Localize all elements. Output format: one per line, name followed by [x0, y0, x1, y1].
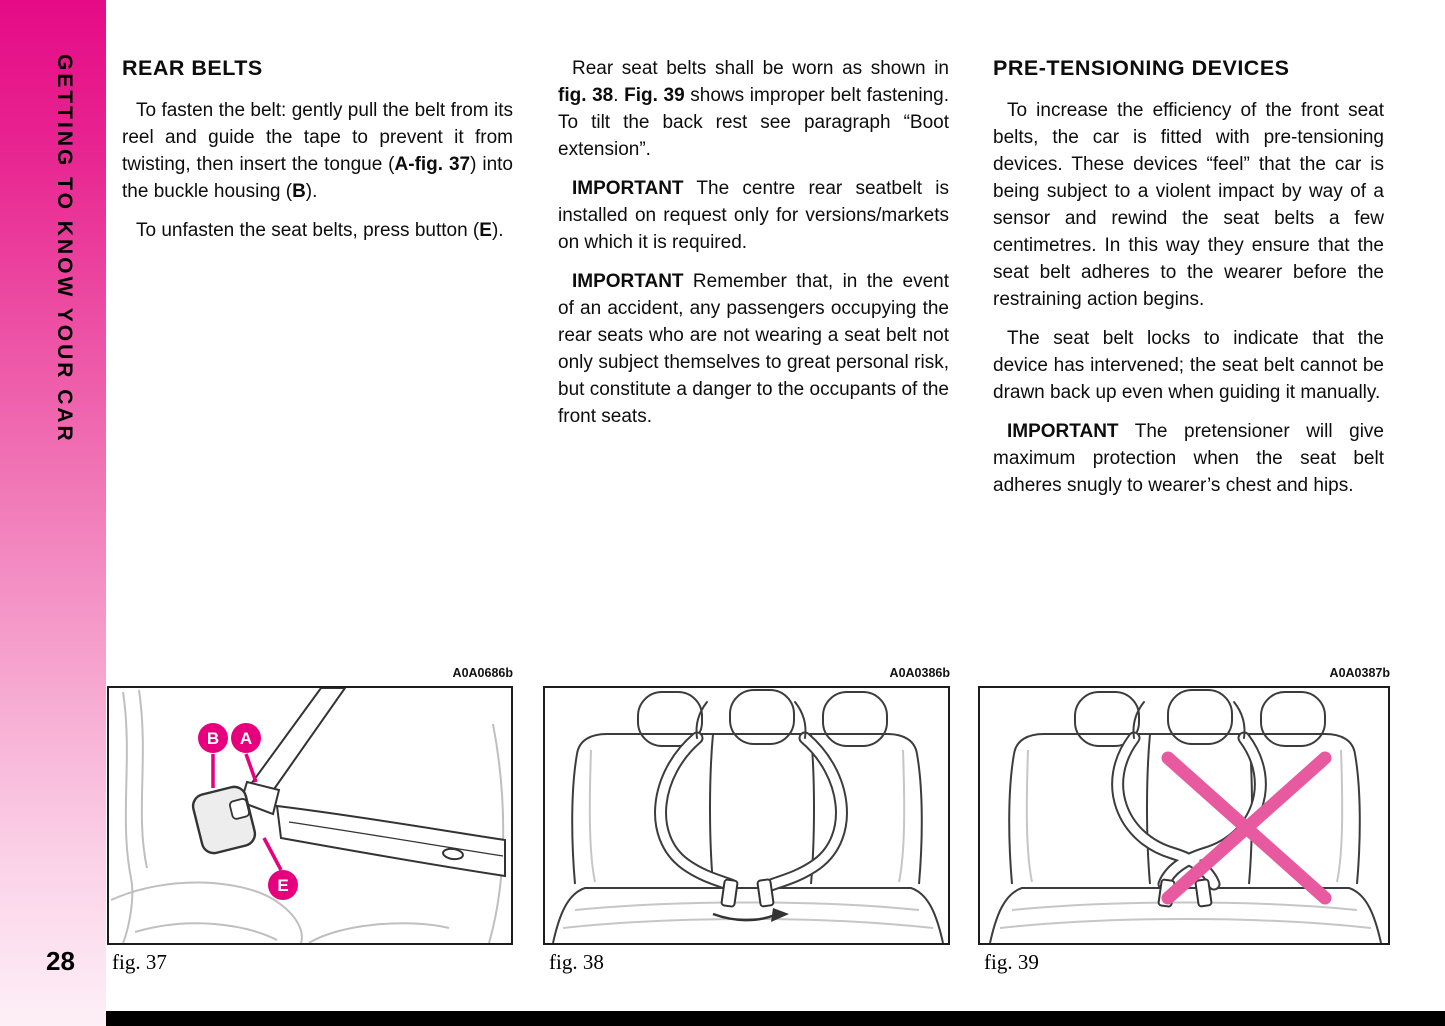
fig38-reference: fig. 38 — [558, 85, 614, 106]
fig39-reference: Fig. 39 — [624, 85, 685, 106]
figure-38-rear-seats-correct — [543, 686, 950, 945]
direction-arrow-icon — [712, 908, 789, 922]
column-pretensioning-devices: PRE-TENSIONING DEVICES To increase the e… — [993, 55, 1384, 511]
figure-39-rear-seats-improper — [978, 686, 1390, 945]
figure-37-belt-buckle: B A E — [107, 686, 513, 945]
paragraph-important-centre-belt: IMPORTANT The centre rear seatbelt is in… — [558, 178, 949, 253]
column-rear-belt-notes: Rear seat belts shall be worn as shown i… — [558, 55, 949, 442]
chapter-ribbon: GETTING TO KNOW YOUR CAR — [0, 0, 106, 1026]
page-number: 28 — [46, 946, 75, 976]
paragraph-unfasten: To unfasten the seat belts, press button… — [136, 220, 504, 241]
part-reference-e: E — [479, 220, 492, 241]
belt-buckles — [720, 878, 775, 908]
svg-text:B: B — [207, 729, 219, 748]
label-stems — [211, 753, 283, 871]
paragraph-important-accident: IMPORTANT Remember that, in the event of… — [558, 271, 949, 427]
figure-code-37: A0A0686b — [452, 666, 513, 680]
seat-belts-improper — [1111, 701, 1267, 891]
figure-caption-39: fig. 39 — [984, 950, 1039, 974]
seat-belts — [654, 701, 848, 892]
svg-text:A: A — [240, 729, 252, 748]
paragraph-pretensioner-function: To increase the efficiency of the front … — [993, 100, 1384, 310]
important-label: IMPORTANT — [572, 178, 684, 199]
paragraph-belt-locks: The seat belt locks to indicate that the… — [993, 328, 1384, 403]
footer-bar — [106, 1011, 1445, 1026]
belt-webbing — [275, 804, 506, 878]
section-heading-pretensioning: PRE-TENSIONING DEVICES — [993, 56, 1290, 80]
figure-code-38: A0A0386b — [889, 666, 950, 680]
paragraph-fasten: To fasten the belt: gently pull the belt… — [122, 100, 513, 202]
figure-code-39: A0A0387b — [1329, 666, 1390, 680]
label-b-marker: B — [198, 723, 228, 753]
chapter-title: GETTING TO KNOW YOUR CAR — [53, 54, 76, 444]
important-label: IMPORTANT — [1007, 421, 1119, 442]
section-heading-rear-belts: REAR BELTS — [122, 56, 263, 80]
paragraph-worn-as-shown: Rear seat belts shall be worn as shown i… — [558, 58, 950, 160]
rear-seats-illustration — [552, 689, 944, 943]
label-e-marker: E — [268, 870, 298, 900]
column-rear-belts: REAR BELTS To fasten the belt: gently pu… — [122, 55, 513, 256]
important-label: IMPORTANT — [572, 271, 684, 292]
release-button — [229, 798, 250, 820]
improper-belt-illustration — [989, 689, 1382, 943]
paragraph-important-pretensioner: IMPORTANT The pretensioner will give max… — [993, 421, 1384, 496]
svg-text:E: E — [277, 876, 288, 895]
diagonal-belt — [249, 688, 347, 794]
belt-buckle-illustration: B A E — [110, 688, 506, 943]
improper-cross-icon — [1161, 751, 1332, 905]
part-reference-b: B — [292, 181, 306, 202]
figure-caption-37: fig. 37 — [112, 950, 167, 974]
label-a-marker: A — [231, 723, 261, 753]
fig-reference: A-fig. 37 — [394, 154, 471, 175]
figure-caption-38: fig. 38 — [549, 950, 604, 974]
